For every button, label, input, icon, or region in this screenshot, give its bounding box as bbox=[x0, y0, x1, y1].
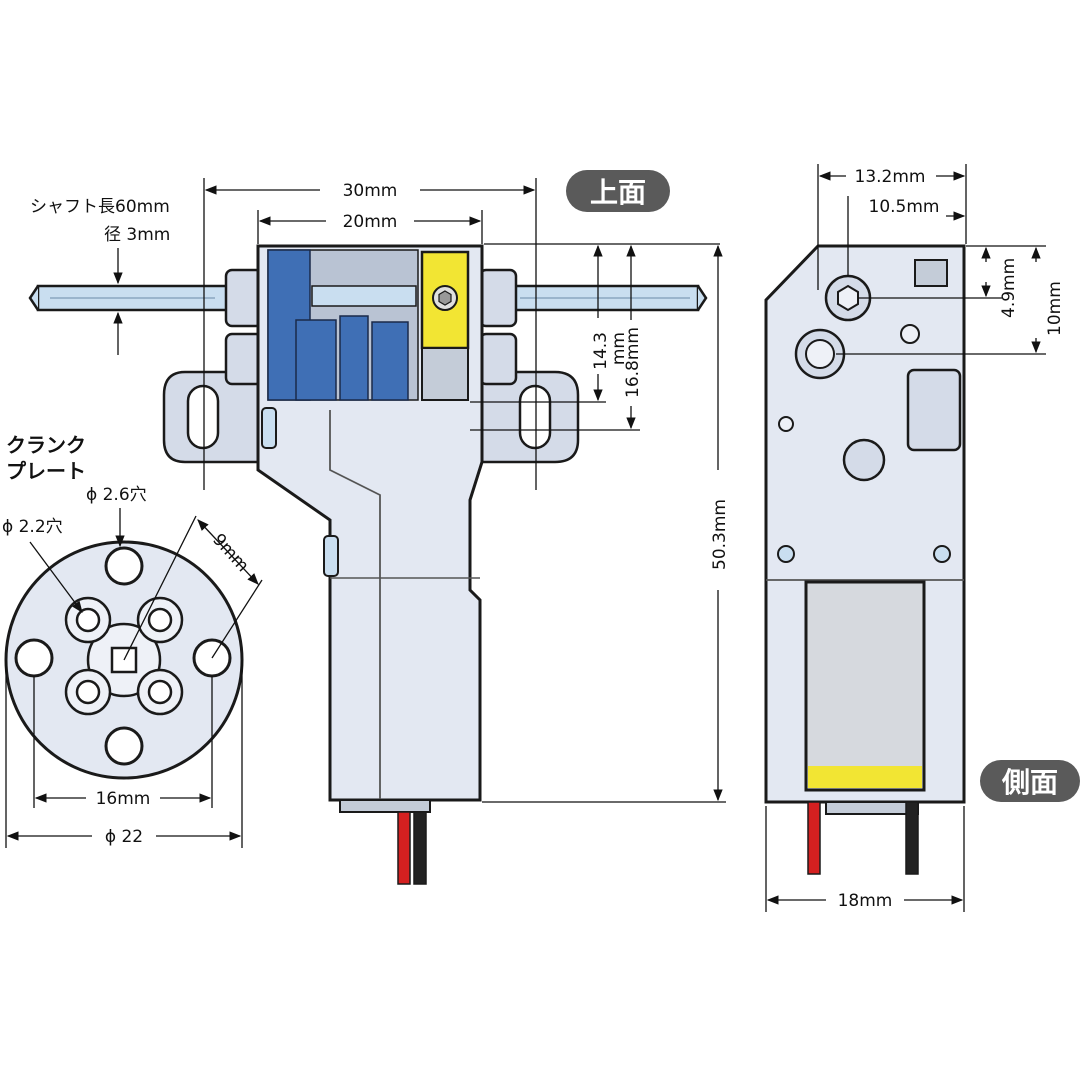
hex-coupler bbox=[420, 250, 470, 401]
top-view-badge bbox=[566, 170, 670, 212]
side-wire-red bbox=[807, 801, 821, 875]
side-view-label: 側面 bbox=[1001, 766, 1058, 799]
small-dot bbox=[778, 416, 794, 432]
hex-shaft bbox=[837, 284, 859, 312]
diameter-22: ϕ 22 bbox=[105, 827, 143, 847]
lead-wires bbox=[397, 811, 427, 885]
motor-can bbox=[804, 580, 926, 792]
shaft-diameter-label: 径 3mm bbox=[104, 225, 170, 245]
spacing-16mm: 16mm bbox=[96, 789, 151, 809]
clip-lower bbox=[323, 535, 339, 577]
square-window bbox=[914, 259, 948, 287]
lower-block-right bbox=[478, 332, 518, 386]
hole-2-2-label: ϕ 2.2穴 bbox=[2, 517, 63, 537]
small-hole bbox=[147, 607, 173, 633]
side-dim-13-2mm: 13.2mm bbox=[855, 167, 926, 187]
round-boss bbox=[842, 438, 886, 482]
dim-30mm: 30mm bbox=[343, 181, 398, 201]
dim-14-3: 14.3 bbox=[591, 332, 611, 370]
mounting-ear-left bbox=[162, 370, 264, 464]
pin-left bbox=[777, 545, 795, 563]
crank-plate-title-2: プレート bbox=[6, 459, 86, 483]
spacing-9mm: 9mm bbox=[208, 530, 252, 576]
bearing-right bbox=[478, 268, 518, 328]
side-view: 13.2mm 10.5mm 4.9mm 10mm 18mm 側面 bbox=[764, 164, 1080, 912]
side-wire-black bbox=[905, 801, 919, 875]
clip-left bbox=[261, 407, 277, 449]
crank-plate-view: クランク プレート ϕ 2.6穴 ϕ 2.2穴 9mm bbox=[2, 433, 263, 848]
large-hole bbox=[104, 546, 144, 586]
mounting-ear-right bbox=[480, 370, 580, 464]
side-dim-18mm: 18mm bbox=[838, 891, 893, 911]
top-view: 30mm 20mm シャフト長60mm 径 3mm 14.3 mm 16.8mm… bbox=[28, 170, 730, 885]
side-bottom-tab bbox=[825, 801, 919, 815]
small-screw bbox=[900, 324, 920, 344]
crank-plate-title-1: クランク bbox=[6, 433, 86, 457]
dim-14-3-unit: mm bbox=[609, 332, 629, 365]
body-inner-line bbox=[329, 410, 381, 800]
dim-16-8mm: 16.8mm bbox=[623, 327, 643, 398]
gear-train bbox=[267, 249, 419, 401]
hole-2-6-label: ϕ 2.6穴 bbox=[86, 485, 147, 505]
side-view-badge bbox=[980, 760, 1080, 802]
small-hole bbox=[75, 607, 101, 633]
side-dim-10-5mm: 10.5mm bbox=[869, 197, 940, 217]
dim-20mm: 20mm bbox=[343, 212, 398, 232]
pin-right bbox=[933, 545, 951, 563]
large-hole bbox=[104, 726, 144, 766]
large-hole bbox=[14, 638, 54, 678]
shaft-length-label: シャフト長60mm bbox=[30, 197, 170, 217]
motor-bottom bbox=[339, 799, 431, 813]
dim-50-3mm: 50.3mm bbox=[710, 499, 730, 570]
motor-label-stripe bbox=[808, 766, 922, 788]
side-dim-10mm: 10mm bbox=[1045, 281, 1065, 336]
top-view-label: 上面 bbox=[590, 176, 646, 209]
side-clip bbox=[906, 368, 962, 452]
small-hole bbox=[75, 679, 101, 705]
side-dim-4-9mm: 4.9mm bbox=[999, 258, 1019, 318]
small-hole bbox=[147, 679, 173, 705]
